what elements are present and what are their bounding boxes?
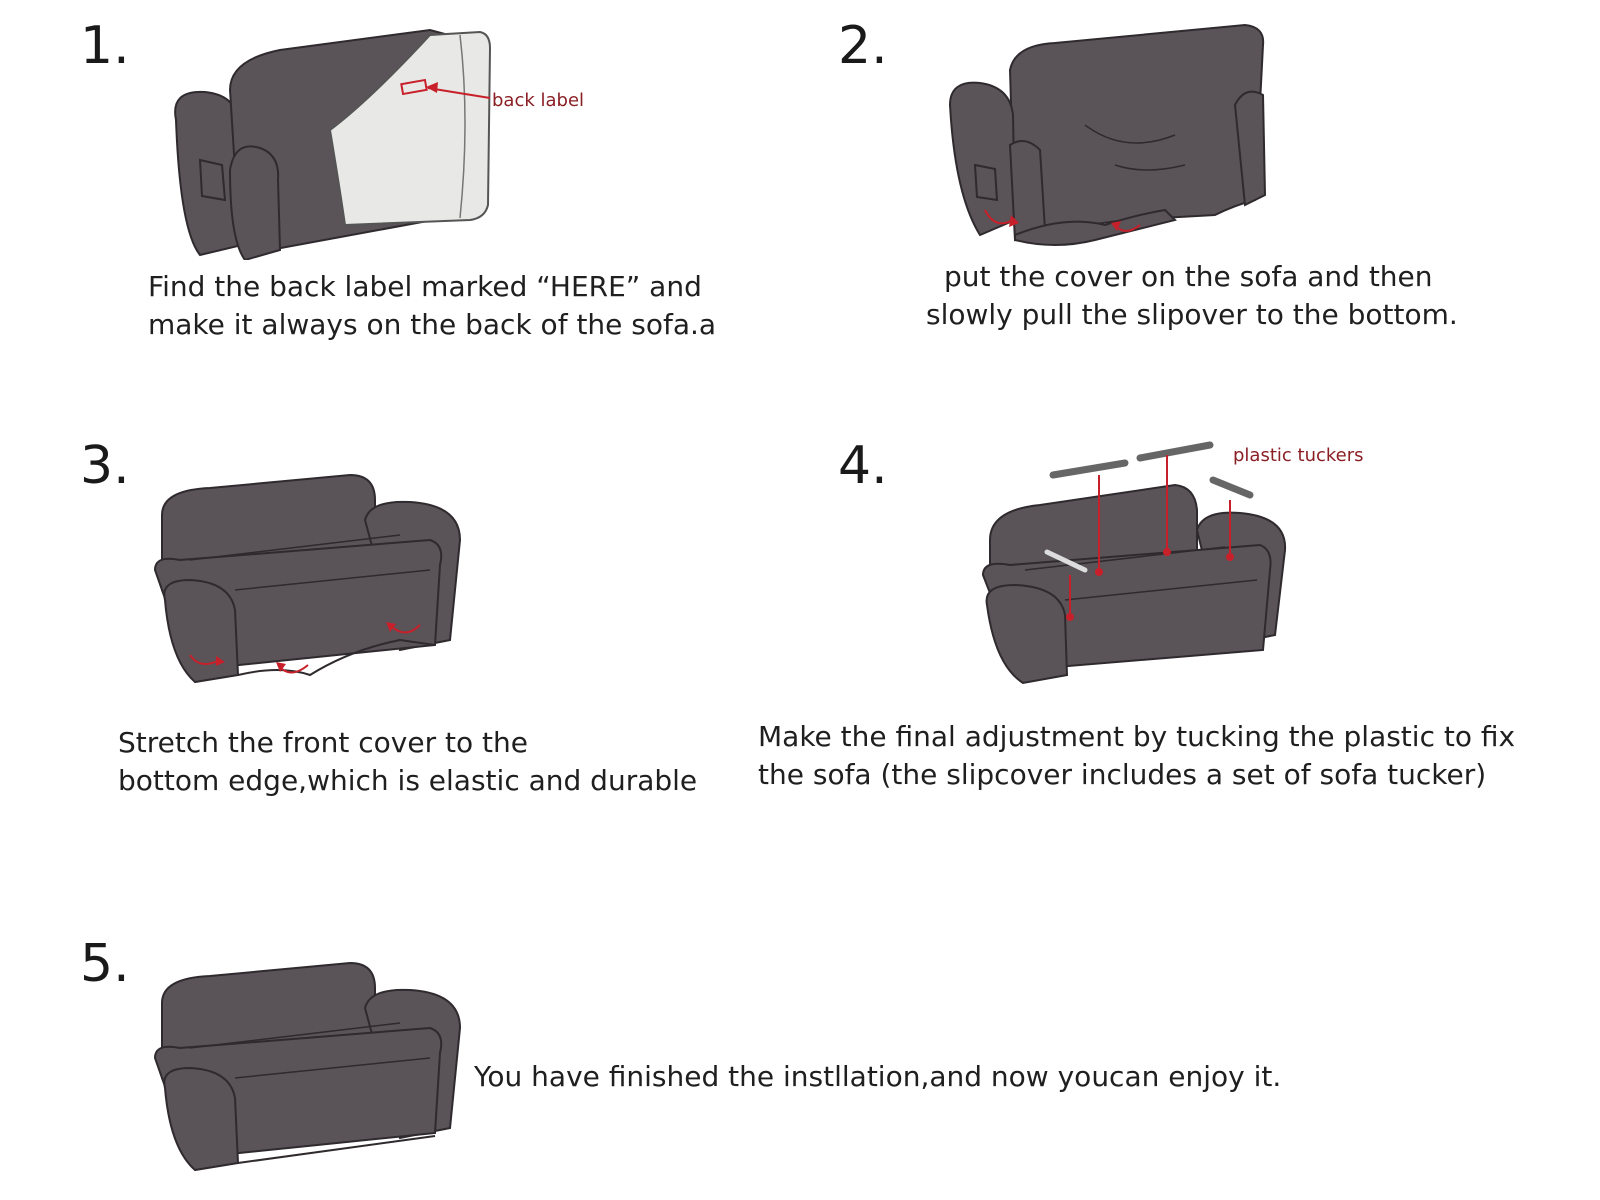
plastic-tuckers-callout: plastic tuckers xyxy=(1233,445,1364,466)
step-1-caption-line-1: Find the back label marked “HERE” and xyxy=(148,270,702,303)
step-2-number: 2. xyxy=(838,16,888,76)
sofa-back-label-icon: back label xyxy=(174,28,584,260)
step-5-caption: You have finished the instllation,and no… xyxy=(474,1060,1282,1093)
step-4-caption-line-1: Make the final adjustment by tucking the… xyxy=(758,720,1516,753)
back-label-callout: back label xyxy=(492,90,584,111)
step-3-number: 3. xyxy=(80,436,130,496)
step-2-caption-line-2: slowly pull the slipover to the bottom. xyxy=(926,298,1458,331)
step-3-caption-line-1: Stretch the front cover to the xyxy=(118,726,528,759)
step-4-caption-line-2: the sofa (the slipcover includes a set o… xyxy=(758,758,1487,791)
sofa-cover-pull-icon xyxy=(948,23,1267,246)
sofa-tucker-icon: plastic tuckers xyxy=(981,441,1364,685)
step-5-number: 5. xyxy=(80,934,130,994)
step-4-number: 4. xyxy=(838,436,888,496)
step-1-number: 1. xyxy=(80,16,130,76)
step-1-caption-line-2: make it always on the back of the sofa.a xyxy=(148,308,717,341)
step-3-caption-line-2: bottom edge,which is elastic and durable xyxy=(118,764,698,797)
step-2-caption-line-1: put the cover on the sofa and then xyxy=(944,260,1433,293)
sofa-finished-icon xyxy=(153,961,462,1172)
sofa-stretch-icon xyxy=(153,473,462,684)
